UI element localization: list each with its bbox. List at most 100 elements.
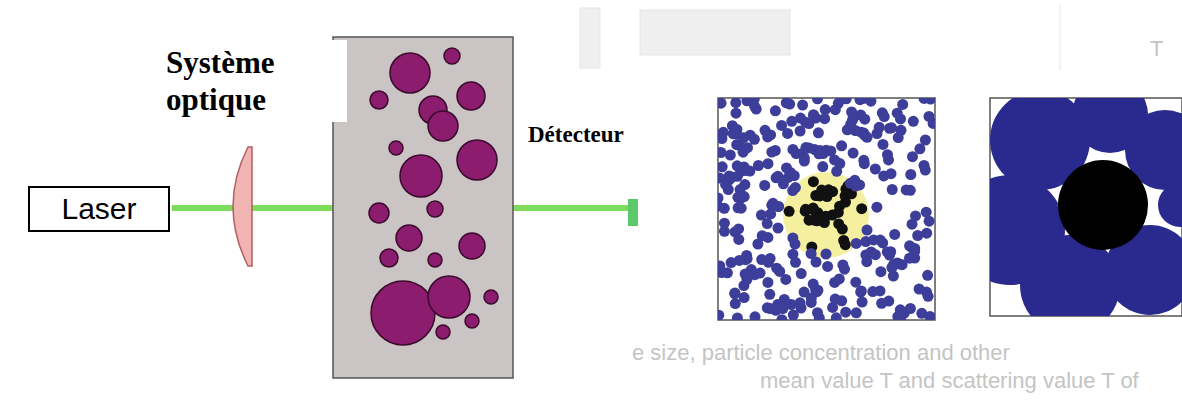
- particle-dot: [732, 192, 743, 203]
- particle-dot: [757, 230, 768, 241]
- particle-dot: [764, 289, 775, 300]
- particle-dot: [886, 122, 897, 133]
- particle-dot: [837, 259, 848, 270]
- particle-dot: [870, 249, 881, 260]
- particle-dot: [750, 311, 761, 320]
- particle-dot: [850, 125, 861, 136]
- particle-dot: [784, 99, 795, 110]
- particle-dot: [859, 158, 870, 169]
- particle-dot: [762, 302, 773, 313]
- particle-dot: [837, 224, 848, 235]
- particle-dot: [733, 234, 744, 245]
- particle-dot: [857, 297, 868, 308]
- particle-dot: [921, 207, 932, 218]
- particle-dot: [806, 248, 817, 259]
- small-particles: [718, 98, 935, 320]
- particle-dot: [795, 126, 806, 137]
- particle-dot: [846, 107, 857, 118]
- particle-dot: [784, 206, 795, 217]
- particle-dot: [858, 98, 869, 104]
- particle-dot: [719, 203, 730, 214]
- particles: [369, 48, 498, 345]
- faded-graph: [580, 8, 600, 68]
- particle-dot: [887, 184, 898, 195]
- particle-dot: [909, 253, 920, 264]
- particle-dot: [808, 176, 819, 187]
- particle-dot: [719, 218, 730, 229]
- particle-dot: [924, 111, 935, 122]
- particle-dot: [886, 262, 897, 273]
- particle-dot: [919, 160, 930, 171]
- particle-dot: [727, 120, 738, 131]
- particle-dot: [910, 210, 921, 221]
- faded-text: T: [1150, 36, 1163, 62]
- particle-dot: [848, 148, 859, 159]
- particle-dot: [780, 274, 791, 285]
- particle-dot: [822, 261, 833, 272]
- particle-dot: [904, 240, 915, 251]
- particle-dot: [821, 249, 832, 260]
- particle-dot: [718, 193, 724, 204]
- particle-dot: [812, 98, 823, 104]
- particle-dot: [781, 162, 792, 173]
- particle-dot: [817, 161, 828, 172]
- particle-dot: [862, 132, 873, 143]
- particle-dot: [871, 202, 882, 213]
- particle-dot: [923, 291, 934, 302]
- particle-dot: [925, 98, 935, 105]
- particle-dot: [893, 132, 904, 143]
- particle-dot: [836, 140, 847, 151]
- particle-dot: [925, 311, 936, 320]
- particle-dot: [851, 307, 862, 318]
- particle-dot: [827, 302, 838, 313]
- particle-dot: [786, 116, 797, 127]
- faded-text: e size, particle concentration and other: [632, 340, 1010, 366]
- particle-dot: [814, 312, 825, 320]
- particle-dot: [840, 307, 851, 318]
- particle-dot: [892, 108, 903, 119]
- particle-dot: [862, 225, 873, 236]
- particle-dot: [905, 169, 916, 180]
- particle-dot: [875, 266, 886, 277]
- particle-dot: [796, 268, 807, 279]
- particle-dot: [823, 184, 834, 195]
- particle-dot: [800, 204, 811, 215]
- particle-dot: [729, 288, 740, 299]
- particle-dot: [838, 235, 849, 246]
- particle-dot: [859, 114, 870, 125]
- particle-dot: [908, 116, 919, 127]
- particle-dot: [718, 133, 727, 144]
- particle-dot: [776, 120, 787, 131]
- particle-dot: [763, 158, 774, 169]
- particle-dot: [730, 98, 741, 108]
- node-label: Laser: [61, 192, 136, 226]
- particle-dot: [797, 100, 808, 111]
- particle-dot: [834, 273, 845, 284]
- optics-label: Système optique: [160, 40, 347, 122]
- faded-graph: [640, 10, 790, 55]
- particle-dot: [718, 98, 727, 109]
- particle-dot: [868, 234, 879, 245]
- particle-dot: [718, 310, 724, 320]
- particle-dot: [799, 153, 810, 164]
- particle-dot: [856, 203, 867, 214]
- particle-dot: [885, 246, 896, 257]
- particle-dot: [878, 139, 889, 150]
- particle-dot: [819, 113, 830, 124]
- sample-cell: [333, 37, 513, 378]
- particle-dot: [879, 111, 890, 122]
- particle-dot: [755, 268, 766, 279]
- faded-background: [580, 5, 1060, 70]
- particle-dot: [760, 125, 771, 136]
- particle-dot: [731, 108, 742, 119]
- particle-dot: [734, 255, 745, 266]
- particle-dot: [813, 127, 824, 138]
- particle-dot: [766, 147, 777, 158]
- particle-dot: [831, 312, 842, 320]
- particle-dot: [718, 161, 728, 172]
- particle-dot: [742, 274, 753, 285]
- beam-spot: [783, 172, 869, 258]
- particle-dot: [878, 170, 889, 181]
- large-particles: [990, 98, 1182, 316]
